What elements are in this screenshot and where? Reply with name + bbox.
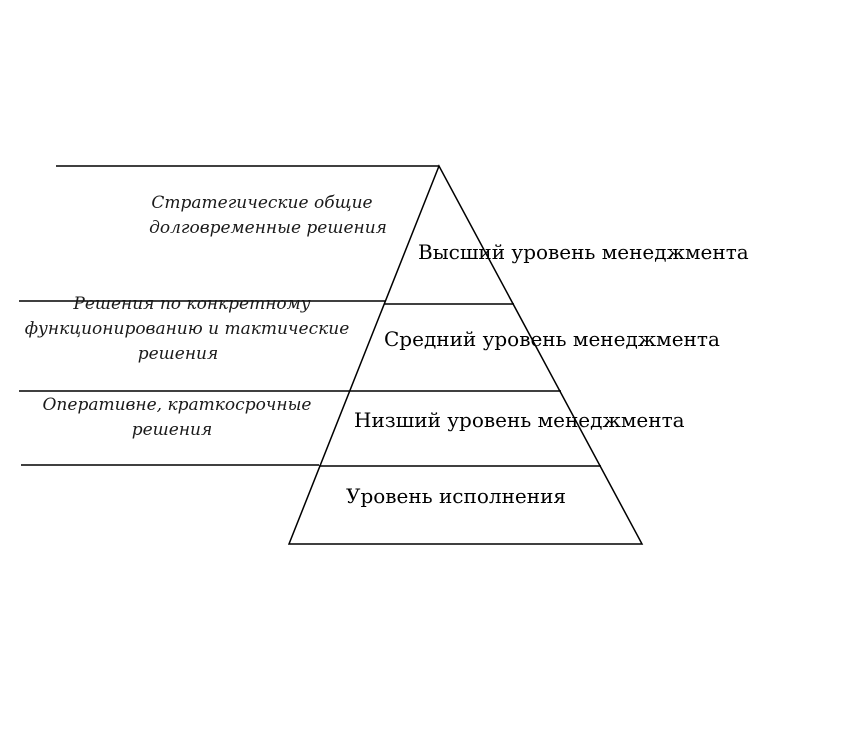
level-label-middle-management: Средний уровень менеджмента [384,327,720,351]
strategic-decisions-line-2: долговременные решения [149,218,387,238]
pyramid-outline [287,164,644,545]
operational-decisions-line-2: решения [132,420,213,440]
level-label-lower-management: Низший уровень менеджмента [354,408,685,432]
strategic-decisions-line-1: Стратегические общие [151,193,372,213]
operational-decisions-line-1: Оперативне, краткосрочные [43,395,312,415]
level-label-top-management: Высший уровень менеджмента [418,240,749,264]
functional-decisions-line-1: Решения по конкретному [72,294,310,314]
functional-decisions-line-2: функционированию и тактические [25,319,350,339]
functional-decisions-line-3: решения [138,344,219,364]
level-label-execution: Уровень исполнения [346,484,566,508]
